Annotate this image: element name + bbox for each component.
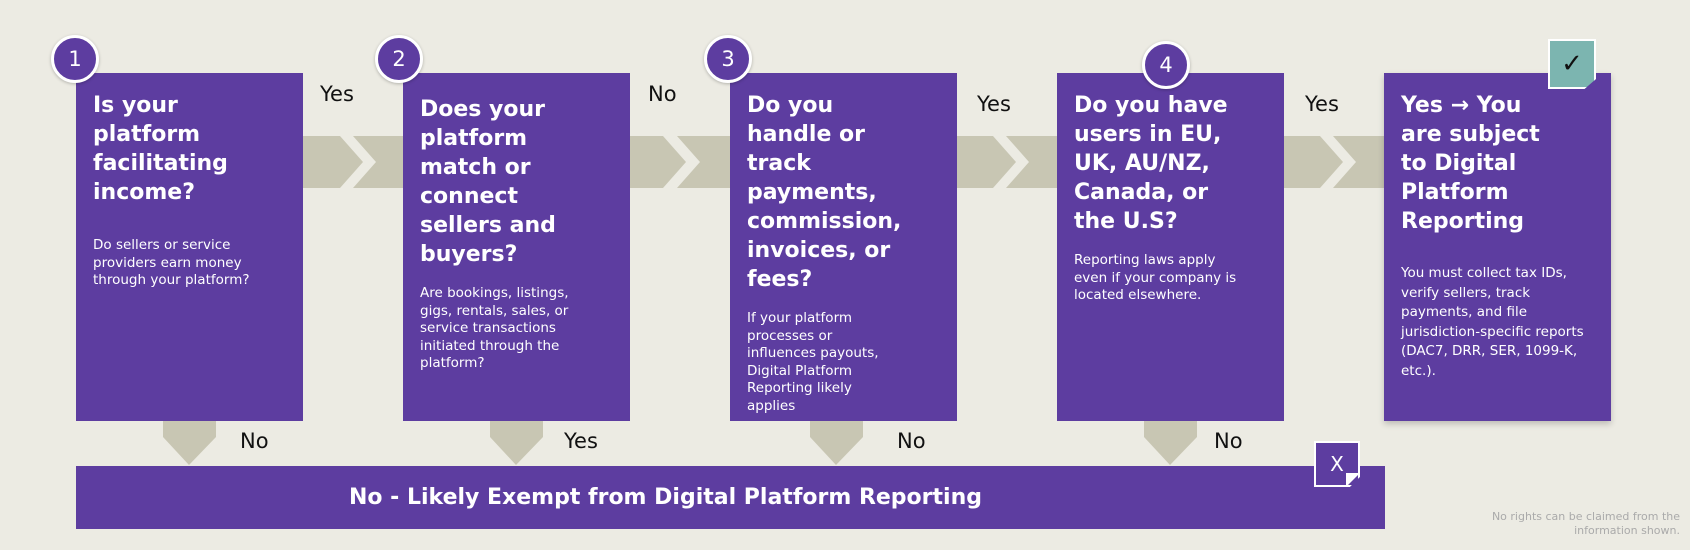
down-arrow-3 <box>810 421 863 465</box>
step-1-badge: 1 <box>51 35 99 83</box>
step-1-description: Do sellers or service providers earn mon… <box>93 237 250 288</box>
step-4-badge: 4 <box>1142 41 1190 89</box>
no-label-2: No <box>648 82 677 106</box>
yes-label-3: Yes <box>977 92 1011 116</box>
step-2-box: Does your platform match or connect sell… <box>403 73 630 421</box>
down-label-2: Yes <box>564 429 598 453</box>
yes-label-1: Yes <box>320 82 354 106</box>
footnote: No rights can be claimed from the inform… <box>1491 510 1680 537</box>
down-arrow-1 <box>163 421 216 465</box>
check-icon: ✓ <box>1548 39 1596 89</box>
arrow-2-3-b <box>677 136 730 188</box>
result-box: Yes → You are subject to Digital Platfor… <box>1384 73 1611 421</box>
step-3-badge: 3 <box>704 35 752 83</box>
down-label-4: No <box>1214 429 1243 453</box>
down-arrow-2 <box>490 421 543 465</box>
step-2-description: Are bookings, listings, gigs, rentals, s… <box>420 285 569 371</box>
step-1-title: Is your platform facilitating income? <box>93 93 228 205</box>
down-arrow-4 <box>1144 421 1197 465</box>
yes-label-4: Yes <box>1305 92 1339 116</box>
result-title: Yes → You are subject to Digital Platfor… <box>1401 93 1540 234</box>
arrow-3-4-b <box>1006 136 1057 188</box>
step-1-box: Is your platform facilitating income? Do… <box>76 73 303 421</box>
down-label-3: No <box>897 429 926 453</box>
step-3-title: Do you handle or track payments, commiss… <box>747 93 902 292</box>
step-4-description: Reporting laws apply even if your compan… <box>1074 252 1237 303</box>
exempt-text: No - Likely Exempt from Digital Platform… <box>349 485 982 510</box>
down-label-1: No <box>240 429 269 453</box>
arrow-1-2 <box>303 136 363 188</box>
arrow-4-5-b <box>1333 136 1384 188</box>
x-icon: X <box>1314 441 1360 487</box>
result-description: You must collect tax IDs, verify sellers… <box>1401 265 1584 379</box>
step-4-title: Do you have users in EU, UK, AU/NZ, Cana… <box>1074 93 1228 234</box>
arrow-1-2-b <box>353 136 403 188</box>
exempt-bar: No - Likely Exempt from Digital Platform… <box>76 466 1385 529</box>
arrow-2-3 <box>630 136 686 188</box>
step-2-badge: 2 <box>375 35 423 83</box>
arrow-4-5 <box>1284 136 1343 188</box>
step-3-description: If your platform processes or influences… <box>747 310 879 414</box>
arrow-3-4 <box>957 136 1016 188</box>
step-3-box: Do you handle or track payments, commiss… <box>730 73 957 421</box>
step-2-title: Does your platform match or connect sell… <box>420 97 556 267</box>
step-4-box: Do you have users in EU, UK, AU/NZ, Cana… <box>1057 73 1284 421</box>
